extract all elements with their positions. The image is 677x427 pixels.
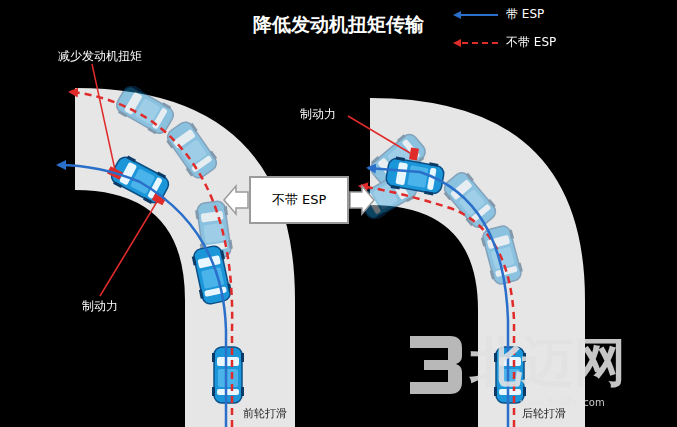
legend-text: 带 ESP bbox=[506, 6, 544, 23]
legend-item: 不带 ESP bbox=[452, 34, 556, 51]
legend-sample bbox=[452, 8, 500, 22]
legend-sample bbox=[452, 36, 500, 50]
caption-label: 后轮打滑 bbox=[522, 406, 566, 421]
watermark: www.BeiMai.com bbox=[520, 397, 605, 408]
watermark: 北迈网 bbox=[470, 328, 626, 398]
box-text: 不带 ESP bbox=[272, 191, 326, 209]
legend-item: 带 ESP bbox=[452, 6, 544, 23]
callout-label: 制动力 bbox=[300, 106, 336, 123]
title: 降低发动机扭矩传输 bbox=[253, 12, 424, 38]
callout-label: 减少发动机扭矩 bbox=[58, 48, 142, 65]
caption-label: 前轮打滑 bbox=[243, 406, 287, 421]
callout-label: 制动力 bbox=[82, 298, 118, 315]
legend-text: 不带 ESP bbox=[506, 34, 556, 51]
callout-box: 不带 ESP bbox=[249, 176, 349, 224]
